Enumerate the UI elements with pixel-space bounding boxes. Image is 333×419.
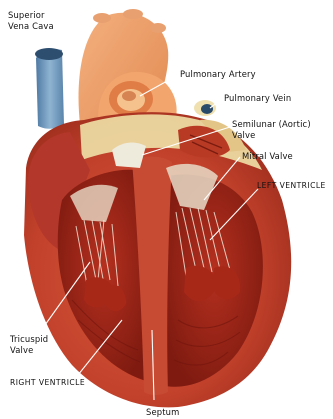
aortic-branch-2 <box>123 9 143 19</box>
aortic-branch-1 <box>93 13 111 23</box>
vena-cava-opening <box>35 48 63 60</box>
label-right-ventricle: RIGHT VENTRICLE <box>10 378 85 389</box>
label-pulmonary-artery: Pulmonary Artery <box>180 69 256 80</box>
label-superior-vena-cava: Superior Vena Cava <box>8 10 54 31</box>
label-septum: Septum <box>146 407 179 418</box>
label-tricuspid-valve: Tricuspid Valve <box>10 334 48 355</box>
label-semilunar-valve: Semilunar (Aortic) Valve <box>232 119 311 140</box>
label-mitral-valve: Mitral Valve <box>242 151 293 162</box>
label-pulmonary-vein: Pulmonary Vein <box>224 93 291 104</box>
pulmonary-vein-2 <box>201 104 213 114</box>
aortic-branch-3 <box>150 23 166 33</box>
superior-vena-cava-vessel <box>36 49 64 129</box>
label-left-ventricle: LEFT VENTRICLE <box>257 181 326 192</box>
